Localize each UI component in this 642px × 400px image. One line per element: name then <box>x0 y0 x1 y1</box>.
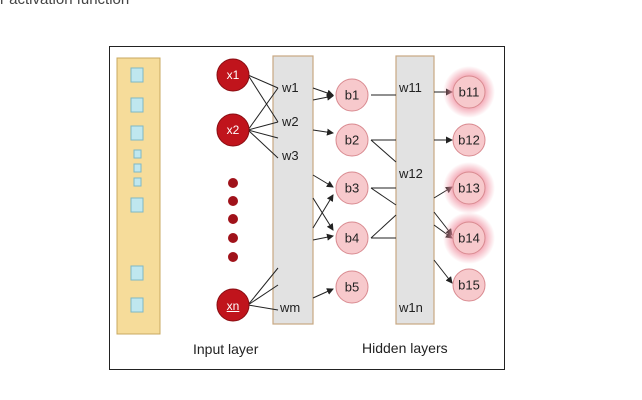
hidden-node-b13 <box>452 171 486 205</box>
connections-layer1 <box>312 87 334 299</box>
weight-label-w1: w1 <box>282 80 299 95</box>
weight-label-w11: w11 <box>399 80 422 95</box>
hidden-layers-label: Hidden layers <box>362 340 448 356</box>
input-cell <box>130 97 144 113</box>
hidden-node-b11 <box>452 75 486 109</box>
weight-label-w12: w12 <box>399 166 423 181</box>
weight-bar-2 <box>395 55 435 325</box>
input-node-xn-label: xn <box>226 299 240 313</box>
hidden-node-b5 <box>335 270 369 304</box>
hidden-node-b14 <box>452 221 486 255</box>
connections-hidden <box>370 94 397 239</box>
input-strip-cells <box>130 67 144 313</box>
hidden-node-b2-label: b2 <box>344 132 360 148</box>
input-layer-label: Input layer <box>193 341 259 357</box>
hidden-node-b3-label: b3 <box>344 180 360 196</box>
input-cell <box>130 265 144 281</box>
weight-label-w3: w3 <box>282 148 299 163</box>
hidden-node-b2 <box>335 123 369 157</box>
hidden-node-b15-label: b15 <box>458 277 480 293</box>
input-cell <box>133 177 142 187</box>
input-cell <box>130 125 144 141</box>
hidden-node-b4 <box>335 221 369 255</box>
hidden-node-b14-label: b14 <box>458 230 480 246</box>
hidden-node-b11-label: b11 <box>458 84 480 100</box>
connections-input <box>247 74 279 311</box>
input-node-x1-label: x1 <box>226 68 240 82</box>
hidden-layer-1-nodes <box>335 78 369 304</box>
input-cell <box>130 197 144 213</box>
input-node-xn <box>216 288 250 322</box>
input-ellipsis-dots <box>228 178 238 262</box>
input-node-x1 <box>216 58 250 92</box>
hidden-node-b1 <box>335 78 369 112</box>
hidden-node-b13-label: b13 <box>458 180 480 196</box>
input-node-x2 <box>216 113 250 147</box>
hidden-node-b1-label: b1 <box>344 87 360 103</box>
hidden-node-b3 <box>335 171 369 205</box>
input-cell <box>130 67 144 83</box>
caption-text: r activation function <box>0 0 129 8</box>
weight-label-wm: wm <box>280 300 301 315</box>
weight-label-w2: w2 <box>282 114 299 129</box>
weight-bar-1 <box>272 55 314 325</box>
input-node-x2-label: x2 <box>226 123 240 137</box>
hidden-node-b12 <box>452 123 486 157</box>
input-cell <box>133 163 142 173</box>
hidden-node-b4-label: b4 <box>344 230 360 246</box>
input-nodes <box>216 58 250 322</box>
hidden-node-b12-label: b12 <box>458 132 480 148</box>
weight-label-w1n: w1n <box>399 300 423 315</box>
input-cell <box>130 297 144 313</box>
input-cell <box>133 149 142 159</box>
hidden-layer-2-nodes <box>452 75 486 302</box>
hidden-node-b15 <box>452 268 486 302</box>
hidden-node-b5-label: b5 <box>344 279 360 295</box>
